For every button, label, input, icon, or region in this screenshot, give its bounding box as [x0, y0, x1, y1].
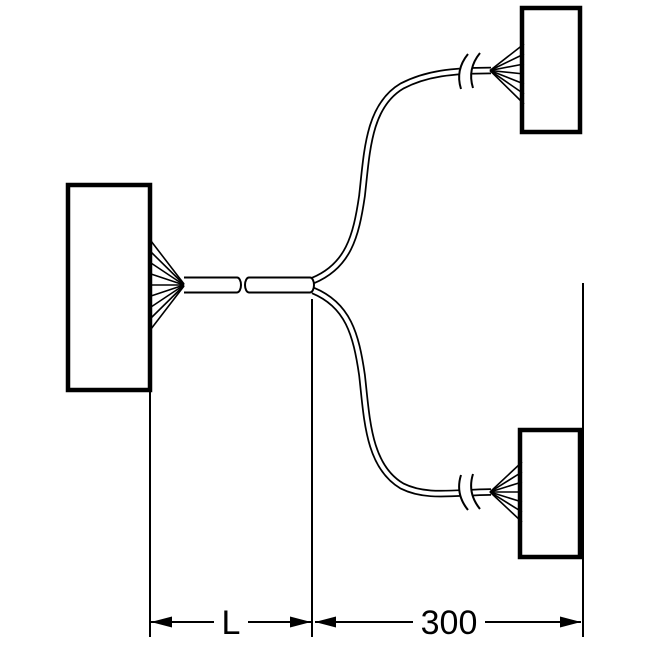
wire-line — [150, 284, 185, 319]
wire-line — [489, 43, 525, 72]
upper-cable-break — [458, 52, 481, 90]
dimension-l: L — [151, 602, 311, 642]
label-l-background — [214, 602, 248, 640]
lower-cable-break — [458, 473, 481, 511]
upper-right-wire-fan — [489, 43, 525, 105]
trunk-cable — [184, 276, 315, 294]
wire-line — [150, 284, 185, 308]
trunk-break-cap — [236, 276, 242, 294]
wire-line — [489, 69, 525, 75]
dimension-label-300: 300 — [421, 604, 478, 642]
wire-line — [150, 273, 185, 286]
wire-line — [489, 63, 525, 72]
wire-line — [150, 285, 185, 330]
wire-line — [150, 240, 185, 285]
dimension-label-l: L — [222, 604, 241, 642]
trunk-break-cap — [244, 276, 250, 294]
wire-line — [489, 491, 523, 503]
arrow-right-icon — [290, 616, 311, 628]
lower-branch-core — [312, 288, 492, 496]
break-mark-icon — [470, 473, 481, 510]
upper-branch-core — [312, 68, 492, 283]
wire-line — [489, 461, 523, 493]
break-mark-icon — [458, 474, 469, 511]
wire-line — [150, 251, 185, 286]
break-mark-icon — [458, 53, 469, 90]
label-300-background — [413, 602, 485, 640]
dimension-extension-lines — [149, 283, 584, 637]
left-connector-block — [65, 182, 153, 393]
arrow-left-icon — [151, 616, 172, 628]
wire-line — [489, 69, 525, 85]
lower-right-wire-fan — [489, 461, 523, 523]
arrow-left-icon — [315, 616, 336, 628]
wire-line — [489, 69, 525, 105]
wire-line — [489, 481, 523, 493]
lower-right-connector-block — [517, 427, 583, 560]
trunk-junction-cap — [309, 276, 315, 294]
wire-line — [489, 471, 523, 493]
wire-line — [150, 284, 185, 297]
left-wire-fan — [150, 240, 185, 330]
wire-line — [489, 491, 523, 523]
dimension-300: 300 — [315, 602, 581, 642]
arrow-right-icon — [560, 616, 581, 628]
wire-line — [489, 491, 523, 513]
lower-branch-cable — [311, 287, 492, 498]
upper-branch-cable — [311, 66, 492, 284]
wire-line — [489, 53, 525, 72]
break-mark-icon — [470, 52, 481, 89]
upper-right-connector-block — [519, 5, 583, 135]
wire-line — [489, 69, 525, 95]
wire-line — [150, 262, 185, 286]
